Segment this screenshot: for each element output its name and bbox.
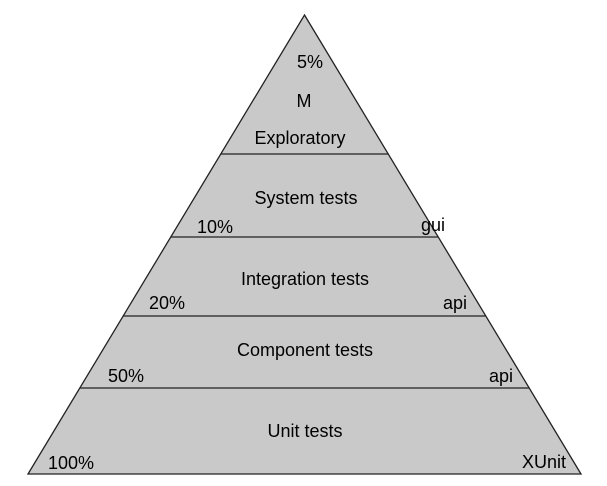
integration-tests-layer-label: Integration tests	[241, 269, 369, 289]
exploratory-annotation-label: M	[297, 91, 312, 111]
pyramid-shape	[26, 13, 583, 475]
component-tests-percent-label: 50%	[108, 366, 144, 386]
exploratory-layer-label: Exploratory	[254, 128, 345, 148]
component-tests-layer-label: Component tests	[237, 340, 373, 360]
unit-tests-layer-label: Unit tests	[267, 421, 342, 441]
unit-tests-percent-label: 100%	[48, 453, 94, 473]
system-tests-tool-label: gui	[421, 215, 445, 235]
system-tests-layer-label: System tests	[254, 188, 357, 208]
exploratory-percent-label: 5%	[297, 52, 323, 72]
integration-tests-percent-label: 20%	[149, 293, 185, 313]
integration-tests-tool-label: api	[443, 293, 467, 313]
system-tests-percent-label: 10%	[197, 217, 233, 237]
component-tests-tool-label: api	[489, 366, 513, 386]
unit-tests-tool-label: XUnit	[522, 452, 566, 472]
